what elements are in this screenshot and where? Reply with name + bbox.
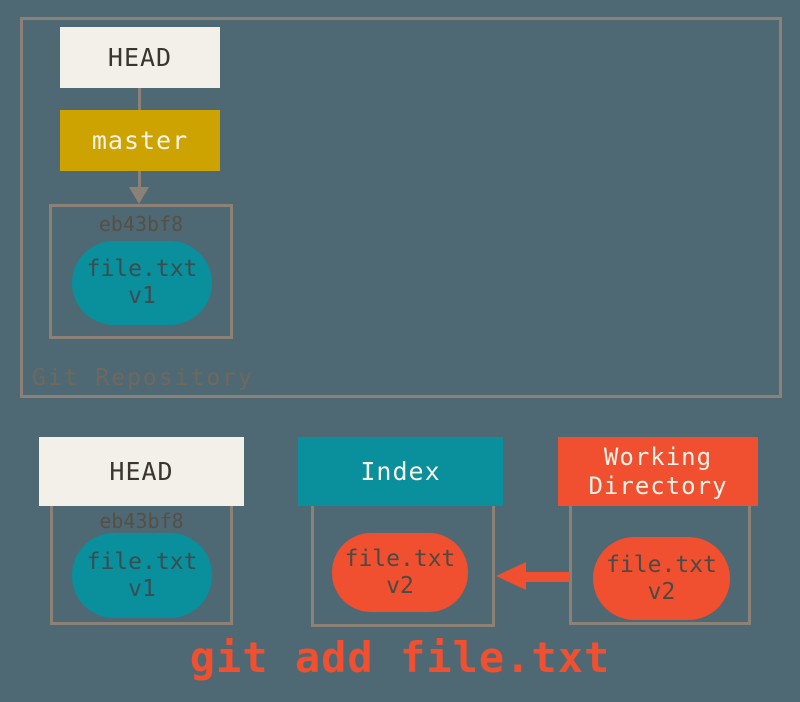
commit-box xyxy=(49,204,233,339)
blob-file-name: file.txt xyxy=(86,256,198,282)
head-blob-file-v1: file.txt v1 xyxy=(72,533,212,618)
blob-file-name: file.txt xyxy=(344,545,456,572)
head-ref-box: HEAD xyxy=(60,27,220,88)
master-branch-box: master xyxy=(60,110,220,171)
head-to-master-connector xyxy=(138,88,141,110)
blob-file-version: v2 xyxy=(647,578,676,605)
working-directory-area-label: Working Directory xyxy=(588,442,728,500)
git-repository-container xyxy=(20,17,782,398)
blob-file-name: file.txt xyxy=(606,551,717,578)
blob-file-name: file.txt xyxy=(86,548,198,575)
index-area-header: Index xyxy=(298,437,503,506)
git-repository-label: Git Repository xyxy=(32,365,254,391)
wd-to-index-arrow-shaft xyxy=(526,572,570,582)
commit-id-label: eb43bf8 xyxy=(98,212,184,236)
head-ref-label: HEAD xyxy=(107,43,173,72)
blob-file-version: v1 xyxy=(128,575,156,602)
index-area-label: Index xyxy=(360,457,441,486)
head-area-label: HEAD xyxy=(109,457,174,486)
head-commit-id-label: eb43bf8 xyxy=(99,509,184,533)
blob-file-v1: file.txt v1 xyxy=(72,241,212,325)
arrow-left-icon xyxy=(496,562,526,590)
arrow-down-icon xyxy=(129,187,149,204)
head-area-header: HEAD xyxy=(39,437,244,506)
working-directory-blob-file-v2: file.txt v2 xyxy=(593,537,730,620)
index-blob-file-v2: file.txt v2 xyxy=(332,533,468,612)
master-to-commit-connector xyxy=(138,171,141,188)
master-branch-label: master xyxy=(91,126,189,155)
git-command-caption: git add file.txt xyxy=(189,633,611,682)
blob-file-version: v1 xyxy=(128,283,156,309)
working-directory-area-header: Working Directory xyxy=(558,437,758,506)
blob-file-version: v2 xyxy=(386,572,414,599)
